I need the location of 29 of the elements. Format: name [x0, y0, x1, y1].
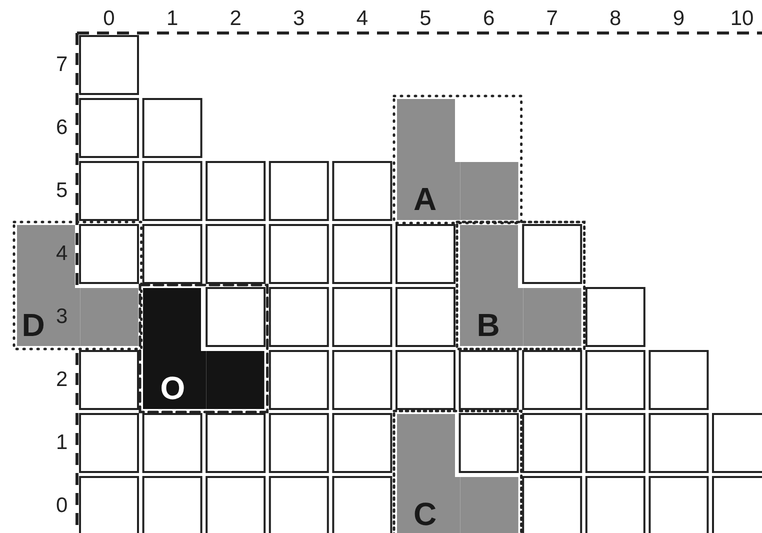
row-number: 5 — [56, 180, 68, 201]
row-number: 7 — [56, 54, 68, 75]
column-number: 10 — [730, 8, 754, 29]
row-number: 4 — [56, 243, 68, 264]
block-letter: D — [22, 309, 45, 341]
row-number: 1 — [56, 432, 68, 453]
l-shaped-block — [12, 221, 142, 350]
column-number: 5 — [418, 8, 432, 29]
l-shaped-block — [392, 410, 522, 533]
row-number: 0 — [56, 495, 68, 516]
row-number: 3 — [56, 306, 68, 327]
column-number: 4 — [355, 8, 370, 29]
column-number: 3 — [292, 8, 306, 29]
block-letter: O — [160, 372, 186, 404]
l-shaped-block — [456, 221, 586, 350]
column-number: 1 — [165, 8, 180, 29]
row-number: 6 — [56, 117, 68, 138]
column-number: 6 — [482, 8, 496, 29]
column-number: 9 — [672, 8, 686, 29]
block-letter: A — [414, 183, 437, 215]
block-letter: B — [476, 309, 500, 341]
column-number: 2 — [228, 8, 242, 29]
column-number: 0 — [102, 8, 116, 29]
l-shaped-block — [139, 284, 269, 413]
l-shaped-block — [392, 95, 522, 224]
column-number: 8 — [608, 8, 622, 29]
row-number: 2 — [56, 369, 68, 390]
column-number: 7 — [545, 8, 559, 29]
block-letter: C — [414, 498, 437, 530]
